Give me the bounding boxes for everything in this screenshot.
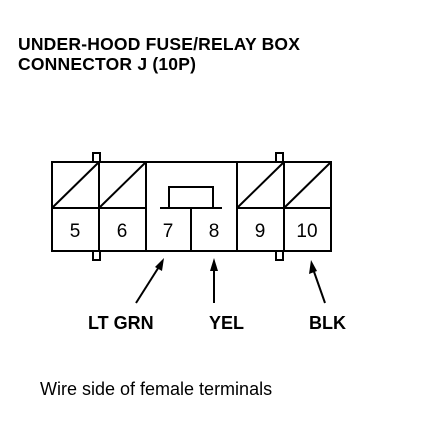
wire-color-yel: YEL — [209, 313, 245, 333]
blank-cavity-3 — [236, 161, 285, 209]
terminal-7: 7 — [163, 221, 174, 242]
lock-tab-bottom-right — [275, 250, 284, 261]
terminal-9: 9 — [255, 221, 266, 242]
blank-cavity-4 — [283, 161, 332, 209]
diagram-title-line1: UNDER-HOOD FUSE/RELAY BOX — [18, 34, 301, 54]
lock-tab-top-left — [92, 152, 101, 163]
terminal-5: 5 — [70, 221, 81, 242]
arrow-ltgrn-head — [155, 258, 164, 271]
diagram-title-line2: CONNECTOR J (10P) — [18, 54, 197, 74]
connector-key — [168, 186, 214, 209]
wire-color-ltgrn: LT GRN — [88, 313, 154, 333]
lock-tab-top-right — [275, 152, 284, 163]
wire-color-blk: BLK — [309, 313, 346, 333]
terminal-10: 10 — [296, 221, 317, 242]
terminal-8: 8 — [209, 221, 220, 242]
arrow-yel-head — [210, 258, 218, 271]
arrow-blk-line — [311, 265, 326, 304]
lock-tab-bottom-left — [92, 250, 101, 261]
arrow-ltgrn-line — [135, 261, 163, 304]
blank-cavity-1 — [51, 161, 100, 209]
blank-cavity-2 — [98, 161, 147, 209]
arrow-blk-head — [309, 260, 317, 274]
view-caption: Wire side of female terminals — [40, 379, 273, 399]
terminal-6: 6 — [117, 221, 128, 242]
